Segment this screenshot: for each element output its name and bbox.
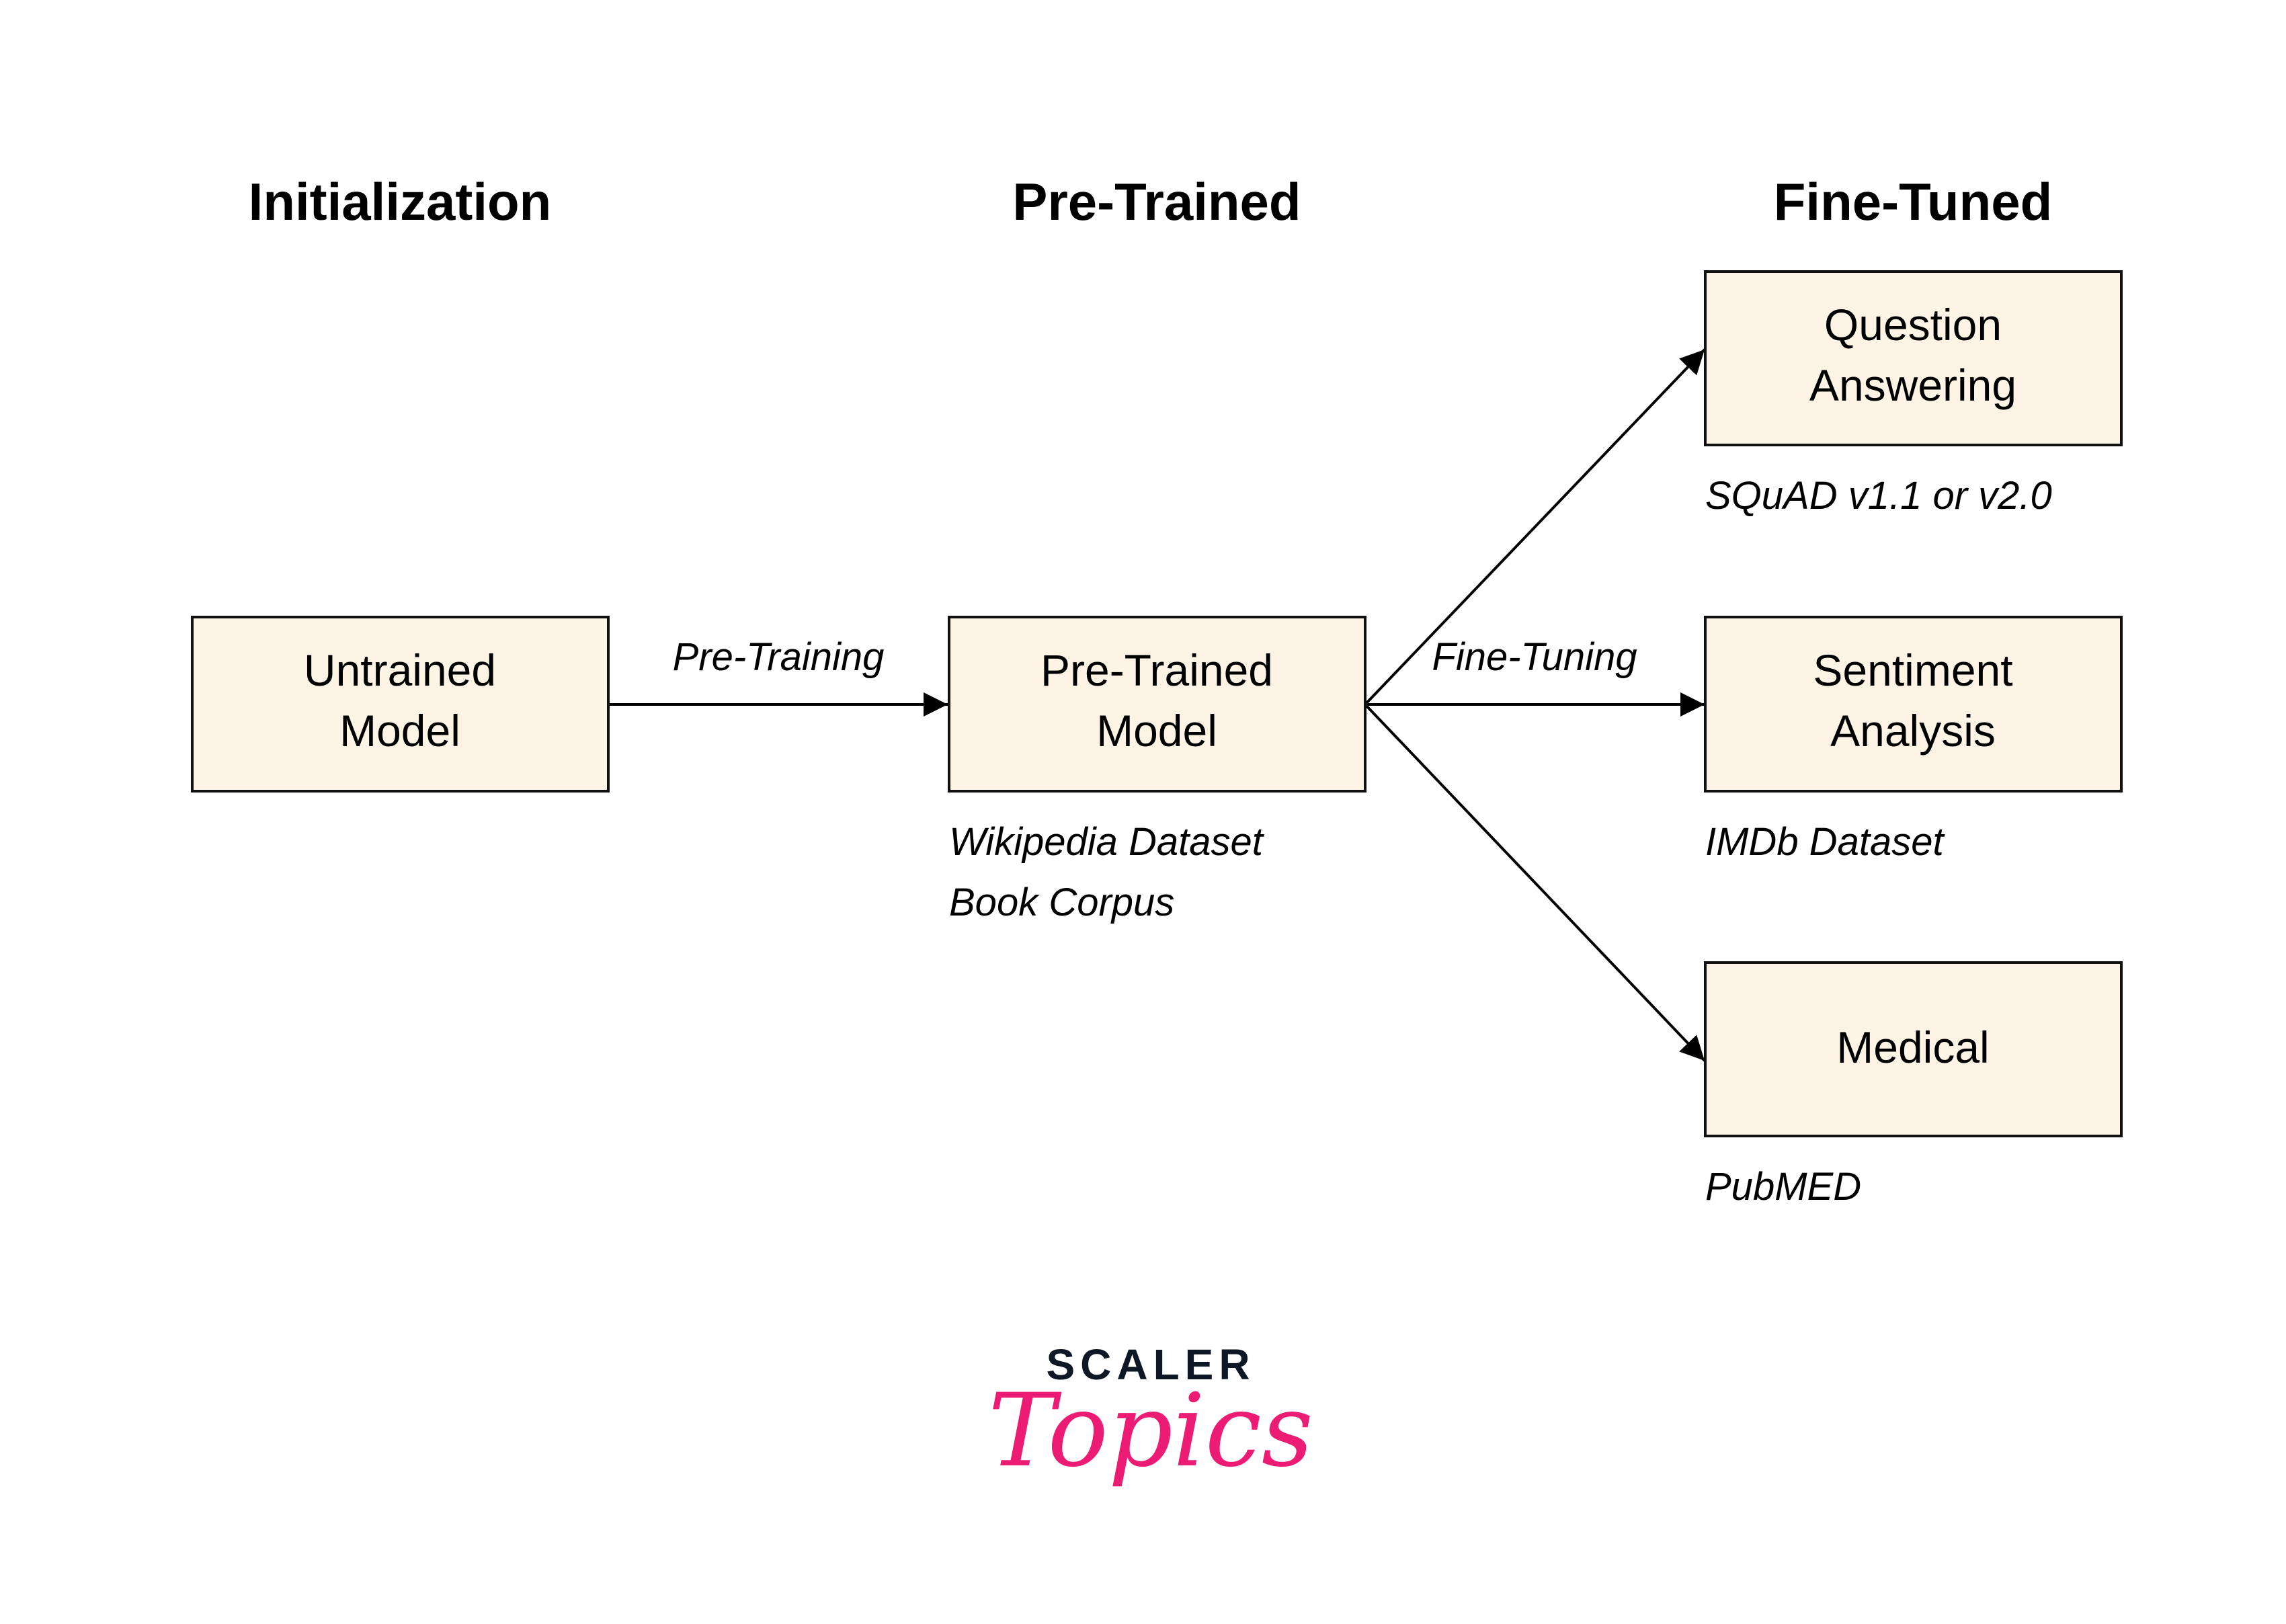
logo-brand: SCALER (1046, 1340, 1255, 1389)
dataset-squad: SQuAD v1.1 or v2.0 (1705, 474, 2052, 518)
dataset-pubmed: PubMED (1705, 1165, 1861, 1209)
node-untrained-model: Untrained Model (191, 616, 610, 793)
dataset-imdb: IMDb Dataset (1705, 820, 1945, 864)
edge-label-finetuning: Fine-Tuning (1432, 635, 1637, 679)
node-pretrained-model: Pre-Trained Model (948, 616, 1366, 793)
node-label: Question (1824, 300, 2002, 350)
edge-label-pretraining: Pre-Training (673, 635, 885, 679)
edge-finetune-medical (1364, 703, 1706, 1062)
node-label: Model (1096, 706, 1217, 756)
node-label: Model (339, 706, 460, 756)
dataset-book-corpus: Book Corpus (949, 881, 1174, 924)
node-label: Pre-Trained (1040, 645, 1273, 695)
node-label: Untrained (304, 645, 496, 695)
edge-finetune-qa (1364, 348, 1706, 706)
node-label: Sentiment (1813, 645, 2012, 695)
logo-sub: Topics (988, 1373, 1313, 1490)
node-label: Medical (1836, 1022, 1989, 1072)
node-label: Answering (1809, 360, 2016, 410)
heading-fine-tuned: Fine-Tuned (1774, 172, 2053, 231)
node-question-answering: Question Answering (1704, 270, 2123, 446)
node-label: Analysis (1830, 706, 1996, 756)
node-sentiment-analysis: Sentiment Analysis (1704, 616, 2123, 793)
heading-pre-trained: Pre-Trained (1012, 172, 1301, 231)
heading-initialization: Initialization (249, 172, 552, 231)
node-medical: Medical (1704, 961, 2123, 1137)
scaler-topics-logo: SCALER Topics (988, 1340, 1313, 1490)
dataset-wikipedia: Wikipedia Dataset (949, 820, 1265, 864)
